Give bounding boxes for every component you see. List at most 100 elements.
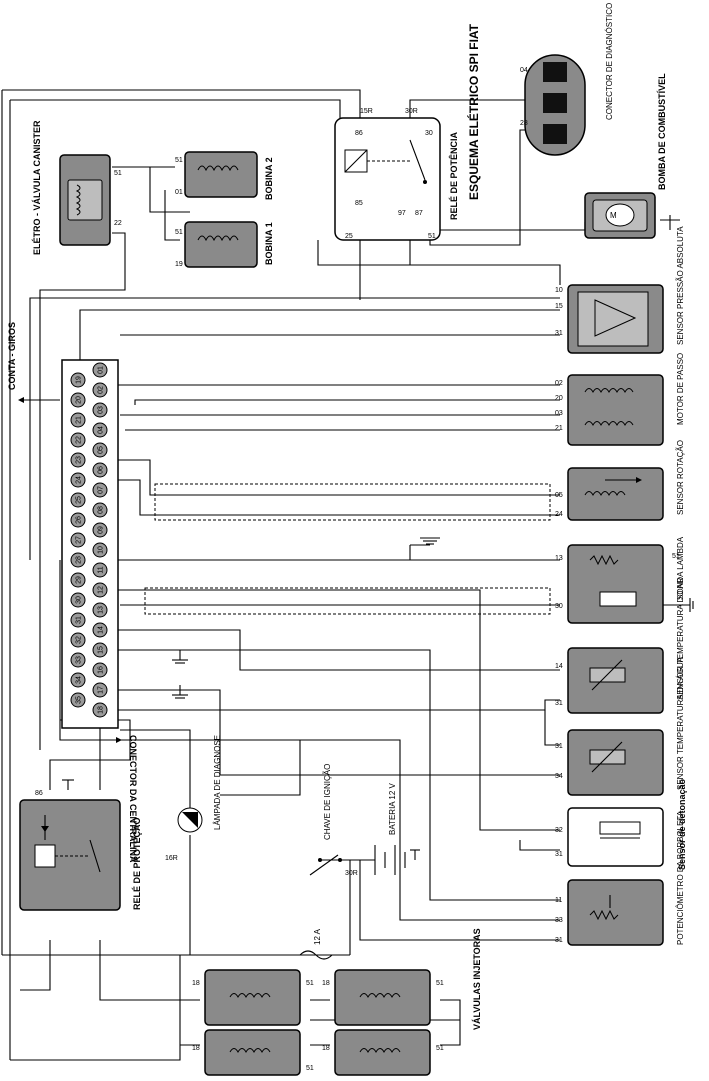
sensor-pressao: 10 15 31 [555,284,664,354]
centralina-pin [70,532,86,548]
centralina-pin [70,592,86,608]
pin-label: 24 [555,511,563,518]
centralina-pin [92,662,108,678]
pin-label: 18 [192,980,200,987]
pin-label: 51 [175,229,183,236]
pin-label: 13 [555,555,563,562]
centralina-pin [70,572,86,588]
centralina-pin [70,412,86,428]
label-sensor-temp-ar: SENSOR TEMPERATURA DO AR [676,577,685,700]
pin-label: 30R [405,108,418,115]
bobina-2: 51 01 [175,151,258,198]
motor-symbol: M [610,211,617,220]
label-bobina-1: BOBINA 1 [264,222,274,265]
centralina-pin [70,472,86,488]
centralina-pin [92,382,108,398]
centralina-pin-label: 01 [98,366,105,374]
label-sensor-pressao: SENSOR PRESSÃO ABSOLUTA [676,226,685,345]
centralina-pin-label: 07 [98,486,105,494]
page-title: ESQUEMA ELÉTRICO SPI FIAT [466,23,481,200]
centralina-pin [70,612,86,628]
pin-label: 31 [555,700,563,707]
centralina-pin-label: 10 [98,546,105,554]
pin-label: 25 [345,233,353,240]
centralina-pin-label: 25 [76,496,83,504]
centralina-pin [70,512,86,528]
rele-protecao: 86 [19,790,121,911]
centralina-pin-label: 15 [98,646,105,654]
centralina-pin-label: 26 [76,516,83,524]
centralina-pin-label: 06 [98,466,105,474]
centralina-pin [92,442,108,458]
centralina-pin-label: 32 [76,636,83,644]
centralina-pin [92,362,108,378]
pin-label: 14 [555,663,563,670]
pin-label: 32 [555,827,563,834]
ground-icon [62,215,694,851]
pin-label: 33 [555,917,563,924]
label-motor-passo: MOTOR DE PASSO [676,353,685,425]
centralina-pin-label: 05 [98,446,105,454]
potenciometro: 11 33 31 [555,879,664,946]
pin-label: 34 [555,773,563,780]
label-conector-diagnostico: CONECTOR DE DIAGNÓSTICO [605,3,614,120]
centralina-pin [70,452,86,468]
centralina-pin [70,632,86,648]
pin-label: 18 [192,1045,200,1052]
centralina-pin [70,432,86,448]
pin-label: 28 [520,120,528,127]
motor-passo: 02 20 03 21 [555,374,664,446]
shield-rotacao [154,483,551,521]
pin-label: 30 [555,603,563,610]
centralina-pin-label: 03 [98,406,105,414]
centralina-pin [92,582,108,598]
label-bateria: BATERIA 12 V [388,782,397,835]
pin-label: 05 [555,492,563,499]
centralina-pin-label: 27 [76,536,83,544]
pin-label: 04 [520,67,528,74]
centralina-pin-label: 18 [98,706,105,714]
pin-label: 02 [555,380,563,387]
centralina-pin-label: 28 [76,556,83,564]
label-valvulas-injetoras: VÁLVULAS INJETORAS [472,928,482,1030]
centralina-pin [92,622,108,638]
pin-label: 51 [436,980,444,987]
pin-label: 85 [355,200,363,207]
centralina-pin-label: 30 [76,596,83,604]
centralina-pin [92,562,108,578]
centralina-pin-label: 11 [98,566,105,573]
centralina-pin [92,702,108,718]
label-bomba: BOMBA DE COMBUSTÍVEL [657,73,667,190]
centralina-pin-label: 17 [98,686,105,694]
centralina-pin-label: 02 [98,386,105,394]
pin-label: 19 [175,261,183,268]
pin-label: 30R [345,870,358,877]
label-eletro-valvula: ELÉTRO - VÁLVULA CANISTER [32,120,42,255]
pin-label: 03 [555,410,563,417]
pin-label: 31 [555,937,563,944]
pin-label: 51 [672,553,680,560]
sonda-lambda: 13 30 51 [555,544,680,624]
label-sensor-rotacao: SENSOR ROTAÇÃO [676,440,685,515]
centralina-pin-label: 23 [76,456,83,464]
pin-label: 51 [306,980,314,987]
label-sensor-detonacao: Sensor de detonação [677,778,687,870]
pin-label: 11 [555,897,562,904]
pin-label: 30 [425,130,433,137]
label-rele-protecao: RELÉ DE PROTEÇÃO [132,817,142,910]
pin-label: 86 [35,790,43,797]
centralina-pin [70,672,86,688]
pin-label: 51 [436,1045,444,1052]
centralina-pin-label: 34 [76,676,83,684]
label-sensor-temp-agua: SENSOR TEMPERATURA DA ÁGUA [676,656,685,790]
bomba-combustivel: M [584,192,656,239]
pin-label: 51 [428,233,436,240]
label-potenciometro: POTENCIÔMETRO DA BORBOLETA [676,810,685,945]
pin-label: 86 [355,130,363,137]
label-lampada: LÂMPADA DE DIAGNOSE [213,735,222,830]
eletro-valvula: 51 22 [59,154,122,246]
